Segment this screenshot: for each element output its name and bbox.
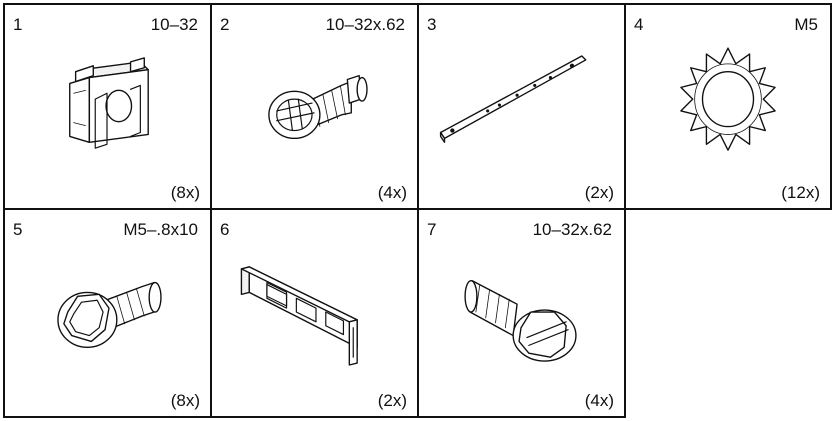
part-quantity: (8x) <box>170 183 200 202</box>
part-cell-3: 3 (2x) <box>417 3 626 210</box>
part-number: 1 <box>13 15 23 34</box>
slotted-hex-screw-icon <box>464 279 577 362</box>
part-quantity: (2x) <box>377 391 407 410</box>
part-number: 6 <box>220 220 230 239</box>
part-quantity: (2x) <box>584 183 614 202</box>
part-quantity: (8x) <box>170 391 200 410</box>
part-quantity: (4x) <box>584 391 614 410</box>
part-number: 3 <box>427 15 437 34</box>
pan-head-screw-icon <box>268 74 368 140</box>
part-cell-7: 7 10–32x.62 (4x) <box>417 208 626 418</box>
part-number: 2 <box>220 15 230 34</box>
part-size: 10–32x.62 <box>325 15 405 34</box>
part-number: 4 <box>634 15 644 34</box>
part-quantity: (12x) <box>781 183 820 202</box>
hex-head-screw-icon <box>57 281 162 349</box>
bracket-icon <box>240 266 358 366</box>
part-cell-2: 2 10–32x.62 (4x) <box>210 3 419 210</box>
part-cell-6: 6 (2x) <box>210 208 419 418</box>
cage-nut-icon <box>69 57 149 149</box>
star-lock-washer-icon <box>680 47 776 151</box>
part-quantity: (4x) <box>377 183 407 202</box>
part-size: 10–32x.62 <box>532 220 612 239</box>
part-cell-1: 1 10–32 (8x) <box>3 3 212 210</box>
part-number: 7 <box>427 220 437 239</box>
part-size: M5–.8x10 <box>123 220 198 239</box>
part-cell-4: 4 M5 (12x) <box>624 3 832 210</box>
part-size: M5 <box>794 15 818 34</box>
part-number: 5 <box>13 220 23 239</box>
flat-bar-icon <box>439 55 587 143</box>
part-cell-5: 5 M5–.8x10 (8x) <box>3 208 212 418</box>
part-size: 10–32 <box>150 15 198 34</box>
